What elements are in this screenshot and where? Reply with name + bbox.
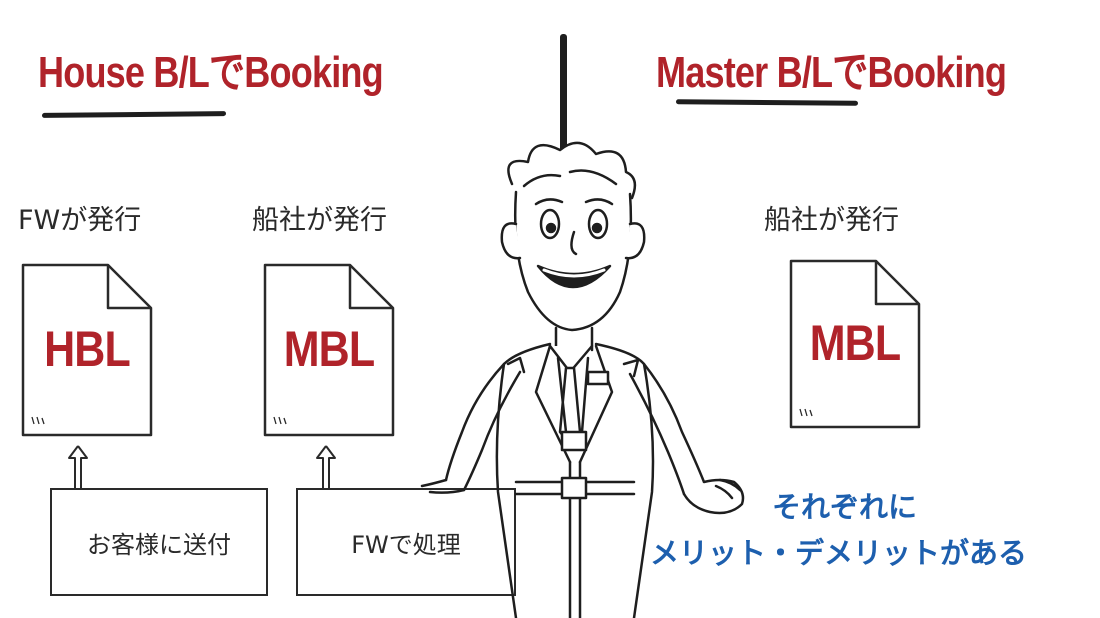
caption-line-1: それぞれに — [772, 490, 918, 524]
document-label-mbl-right: MBL — [809, 315, 901, 371]
caption-line-2: メリット・デメリットがある — [650, 536, 1028, 570]
document-label-mbl-left: MBL — [283, 321, 375, 377]
arrow-up-icon — [68, 445, 88, 488]
heading-house-bl-booking: House B/LでBooking — [38, 48, 384, 97]
document-mbl-right: MBL — [788, 258, 922, 430]
document-label-hbl: HBL — [44, 321, 131, 377]
arrow-up-icon — [316, 445, 336, 488]
document-mbl-left: MBL — [262, 262, 396, 438]
fw-processing-box: FWで処理 — [296, 488, 516, 596]
issuer-label-carrier-left: 船社が発行 — [252, 205, 387, 236]
document-hbl: HBL — [20, 262, 154, 438]
send-to-customer-box: お客様に送付 — [50, 488, 268, 596]
document-sheet-icon — [263, 263, 395, 437]
center-divider-line — [560, 34, 567, 152]
fw-processing-label: FWで処理 — [351, 530, 461, 559]
presenter-illustration — [420, 141, 745, 618]
issuer-label-fw: FWが発行 — [18, 205, 142, 236]
heading-left-underline — [41, 111, 227, 118]
send-to-customer-label: お客様に送付 — [87, 530, 231, 559]
issuer-label-carrier-right: 船社が発行 — [764, 205, 899, 236]
heading-right-underline — [675, 99, 859, 106]
document-sheet-icon — [789, 259, 921, 429]
heading-master-bl-booking: Master B/LでBooking — [656, 48, 1007, 97]
document-sheet-icon — [21, 263, 153, 437]
